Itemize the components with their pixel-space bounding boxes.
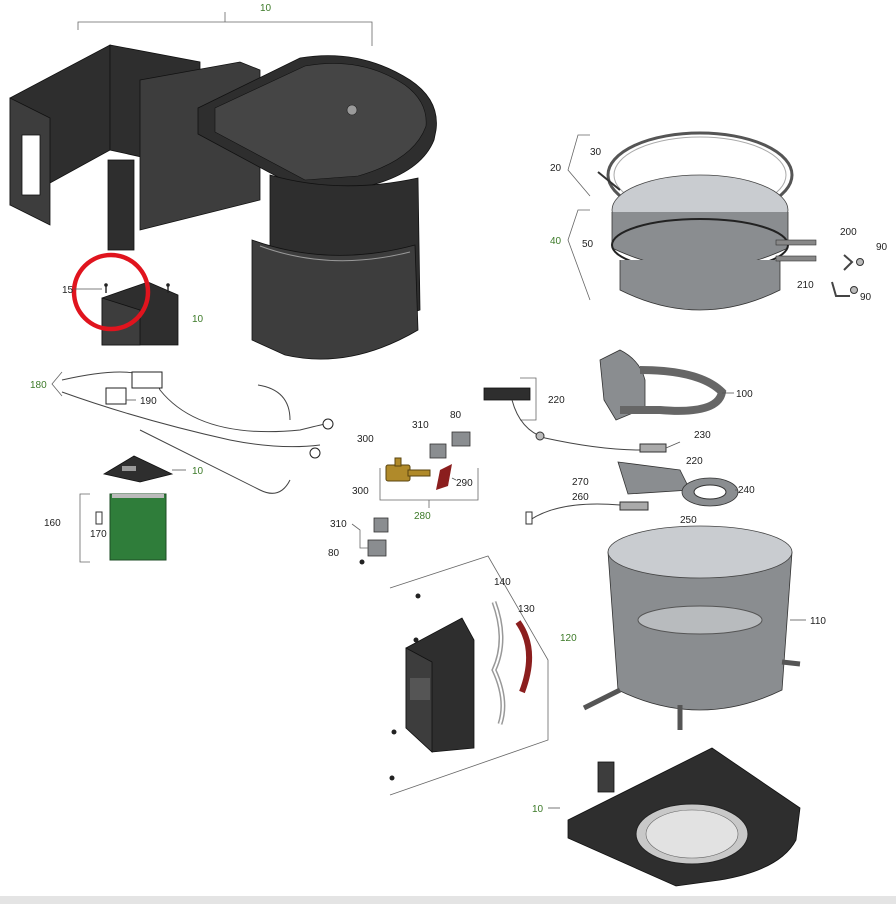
label-140: 140 — [494, 577, 511, 588]
gas-valve-assembly — [379, 431, 479, 508]
burner-pan-assembly — [567, 131, 864, 311]
label-100: 100 — [736, 389, 753, 400]
label-10-triangle: 10 — [192, 466, 204, 477]
label-250: 250 — [680, 515, 697, 526]
label-300-top: 300 — [357, 434, 374, 445]
label-90-top: 90 — [876, 242, 888, 253]
screw-15-icon — [104, 283, 108, 293]
label-170: 170 — [90, 529, 107, 540]
label-230: 230 — [694, 430, 711, 441]
triangle-bracket — [102, 455, 186, 483]
label-240: 240 — [738, 485, 755, 496]
label-30: 30 — [590, 147, 602, 158]
label-80-bottom: 80 — [328, 548, 340, 559]
label-15: 15 — [62, 285, 74, 296]
label-210: 210 — [797, 280, 814, 291]
label-200: 200 — [840, 227, 857, 238]
inner-cylinder — [582, 525, 806, 730]
screw-icon — [166, 283, 170, 293]
pilot-ignition-assembly — [483, 377, 739, 525]
label-220-bottom: 220 — [686, 456, 703, 467]
label-90-bottom: 90 — [860, 292, 872, 303]
window-bottom-edge — [0, 896, 896, 904]
outer-casing-assembly — [9, 12, 437, 360]
label-310-top: 310 — [412, 420, 429, 431]
label-190: 190 — [140, 396, 157, 407]
label-20: 20 — [550, 163, 562, 174]
label-220-top: 220 — [548, 395, 565, 406]
heat-shield — [599, 349, 734, 421]
label-180: 180 — [30, 380, 47, 391]
label-10-base: 10 — [532, 804, 544, 815]
label-270: 270 — [572, 477, 589, 488]
wiring-harness — [51, 371, 334, 494]
label-160: 160 — [44, 518, 61, 529]
label-260: 260 — [572, 492, 589, 503]
label-40: 40 — [550, 236, 562, 247]
label-310-bottom: 310 — [330, 519, 347, 530]
label-10-casing: 10 — [260, 3, 272, 14]
label-110: 110 — [810, 616, 826, 627]
small-bracket — [351, 517, 389, 565]
highlight-circle — [71, 252, 151, 332]
label-280: 280 — [414, 511, 431, 522]
label-290: 290 — [456, 478, 473, 489]
label-80-top: 80 — [450, 410, 462, 421]
control-board — [79, 493, 167, 563]
combustion-chamber-assembly — [389, 555, 549, 796]
label-130: 130 — [518, 604, 535, 615]
base-plate — [548, 747, 801, 887]
label-50: 50 — [582, 239, 594, 250]
label-120: 120 — [560, 633, 577, 644]
label-10-bracket: 10 — [192, 314, 204, 325]
label-300-bottom: 300 — [352, 486, 369, 497]
